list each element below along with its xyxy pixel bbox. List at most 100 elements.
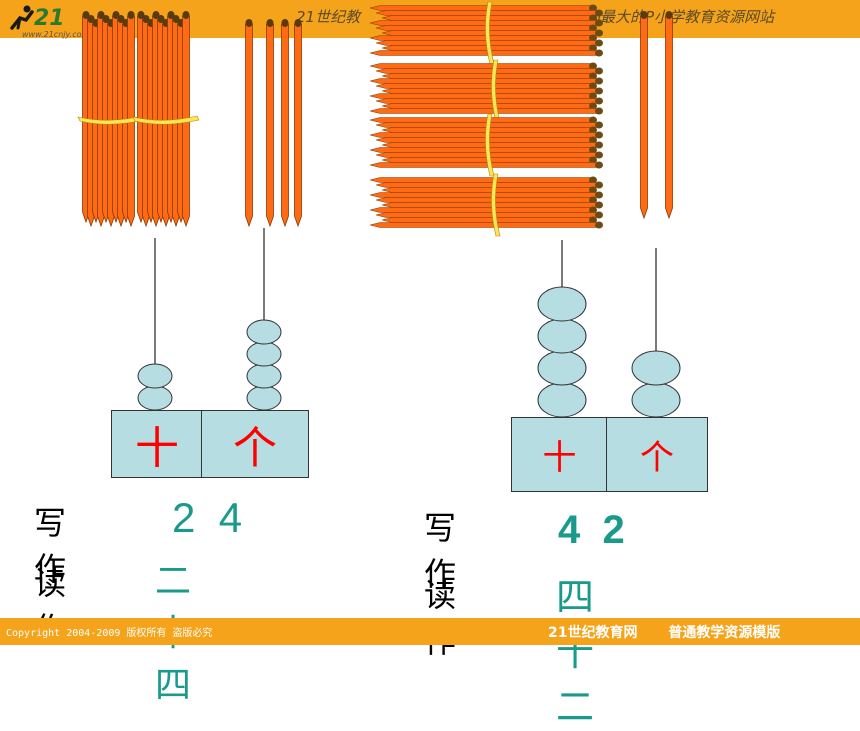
logo-number: 21 — [34, 6, 65, 31]
stick-end — [82, 11, 90, 19]
bundle-stick — [369, 177, 593, 183]
bundle-stick — [375, 137, 593, 143]
stick-end — [589, 102, 597, 110]
tens-label: 十 — [542, 438, 577, 478]
stick-end — [589, 14, 597, 22]
footer-right: 21世纪教育网 普通教学资源模版 — [548, 622, 806, 642]
bundle-tie — [491, 173, 501, 237]
bundle-stick — [375, 212, 599, 218]
footer-template-name: 普通教学资源模版 — [668, 625, 781, 641]
runner-logo-icon — [10, 5, 34, 30]
tens-place-box: 十 — [111, 410, 203, 478]
single-stick — [640, 15, 648, 220]
stick-end — [157, 15, 165, 23]
stick-end — [152, 11, 160, 19]
stick-end — [589, 62, 597, 70]
stick-end — [595, 161, 603, 169]
bundle-stick — [369, 162, 599, 168]
stick-end — [595, 39, 603, 47]
stick-end — [589, 176, 597, 184]
stick-end — [595, 97, 603, 105]
stick-end — [595, 201, 603, 209]
stick-end — [589, 116, 597, 124]
written-number: 2 4 — [172, 494, 243, 541]
stick-end — [665, 11, 673, 19]
stick-end — [172, 15, 180, 23]
bundle-stick — [381, 88, 599, 94]
stick-end — [97, 11, 105, 19]
stick-end — [595, 87, 603, 95]
tens-bead — [537, 382, 587, 418]
tens-bead — [537, 286, 587, 322]
bundle-stick — [381, 187, 593, 193]
bundle-stick — [381, 202, 599, 208]
ones-bead — [246, 341, 282, 367]
stick-end — [589, 196, 597, 204]
stick-end — [245, 19, 253, 27]
stick-end — [102, 15, 110, 23]
bundle-stick — [381, 30, 599, 36]
stick-end — [595, 77, 603, 85]
bundle-stick — [375, 197, 593, 203]
bundle-stick — [369, 117, 593, 123]
stick-end — [127, 11, 135, 19]
bundle-stick — [375, 83, 593, 89]
bundle-stick — [369, 93, 593, 99]
ones-bead — [631, 382, 681, 418]
copyright-text: Copyright 2004-2009 版权所有 盗版必究 — [6, 628, 213, 639]
ones-place-box: 个 — [201, 410, 309, 478]
bundle-stick — [369, 207, 593, 213]
stick-end — [589, 72, 597, 80]
stick-end — [281, 19, 289, 27]
stick-end — [589, 44, 597, 52]
stick-end — [589, 136, 597, 144]
single-stick — [294, 23, 302, 228]
number-reading: 四十二 — [556, 575, 595, 729]
bundle-stick — [369, 108, 599, 114]
bundle-stick — [369, 20, 599, 26]
stick-end — [595, 131, 603, 139]
stick-end — [595, 211, 603, 219]
ones-bead — [246, 319, 282, 345]
stick-end — [589, 146, 597, 154]
stick-end — [167, 11, 175, 19]
write-label: 写作 — [424, 509, 457, 593]
bundle-stick — [375, 182, 599, 188]
bundle-stick — [369, 192, 599, 198]
stick-end — [595, 141, 603, 149]
stick-end — [137, 11, 145, 19]
stick-end — [589, 206, 597, 214]
stick-end — [294, 19, 302, 27]
bundle-stick — [381, 142, 599, 148]
bundle-stick — [381, 217, 593, 223]
stick-end — [182, 11, 190, 19]
stick-end — [589, 92, 597, 100]
bundle-stick — [375, 68, 599, 74]
site-logo: 21 www.21cnjy.com — [8, 4, 98, 39]
bundle-stick — [369, 222, 599, 228]
ones-place-box: 个 — [606, 417, 708, 492]
bundle-stick — [369, 35, 593, 41]
stick-end — [595, 9, 603, 17]
stick-end — [595, 29, 603, 37]
write-label: 写作 — [34, 504, 67, 588]
read-label: 读作 — [424, 576, 457, 660]
bundle-stick — [369, 147, 593, 153]
stick-end — [595, 221, 603, 229]
footer-site-name: 21世纪教育网 — [548, 625, 638, 641]
tens-label: 十 — [135, 423, 179, 474]
logo-url: www.21cnjy.com — [22, 30, 90, 39]
stick-end — [595, 181, 603, 189]
tens-bead — [537, 350, 587, 386]
bundle-stick — [375, 98, 599, 104]
stick-end — [87, 15, 95, 23]
ones-label: 个 — [640, 438, 674, 478]
stick-end — [595, 107, 603, 115]
ones-bead — [246, 385, 282, 411]
bundle-stick — [369, 132, 599, 138]
ones-bead — [246, 363, 282, 389]
stick-end — [589, 34, 597, 42]
tens-place-box: 十 — [511, 417, 608, 492]
ones-label: 个 — [233, 423, 277, 474]
tens-bead — [137, 385, 173, 411]
